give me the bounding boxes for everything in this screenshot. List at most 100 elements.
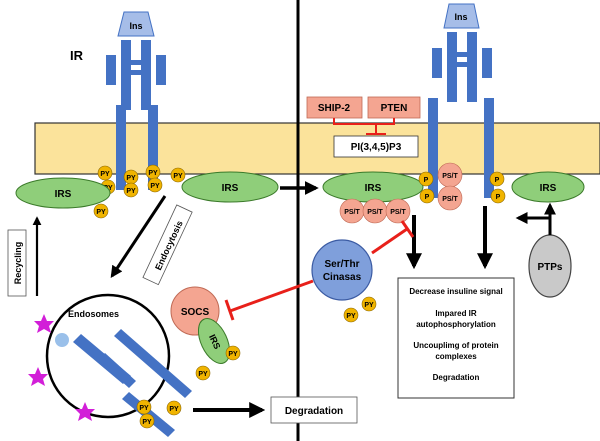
p-label: P xyxy=(424,177,429,184)
marker-star xyxy=(28,367,48,386)
p-circle xyxy=(490,188,506,204)
p-circle xyxy=(489,171,505,187)
py-circle xyxy=(166,400,182,416)
irs-label-left-2: IRS xyxy=(222,183,239,194)
pst-label: PS/T xyxy=(344,209,360,216)
py-circle xyxy=(343,307,359,323)
receptor-beta-left-2 xyxy=(148,105,158,190)
py-label: PY xyxy=(198,371,208,378)
degradation-box xyxy=(270,396,358,424)
serthr-kinase xyxy=(311,239,373,301)
serthr-label-2: Cinasas xyxy=(323,272,362,283)
py-label: PY xyxy=(100,171,110,178)
socs-inhibition xyxy=(224,279,314,321)
irs-endosome xyxy=(197,318,231,364)
pst-circle xyxy=(385,198,411,224)
outcome-line: complexes xyxy=(435,352,477,361)
insulin-label-right: Ins xyxy=(454,12,467,22)
insulin-label-left: Ins xyxy=(129,21,142,31)
pst-label: PS/T xyxy=(442,196,458,203)
receptor-beta-right-2 xyxy=(484,98,494,198)
recycling-box xyxy=(7,229,27,297)
vesicle xyxy=(55,333,69,347)
py-label: PY xyxy=(169,406,179,413)
receptor-bridge-right-2 xyxy=(457,62,467,67)
marker-star xyxy=(75,402,95,421)
pst-label: PS/T xyxy=(442,173,458,180)
pst-label: PS/T xyxy=(367,209,383,216)
degradation-label: Degradation xyxy=(285,406,343,417)
receptor-beta-right-1 xyxy=(428,98,438,198)
endosomes-label: Endosomes xyxy=(68,309,119,319)
py-label: PY xyxy=(126,175,136,182)
py-endosome: PY PY PY xyxy=(136,399,182,429)
py-circle xyxy=(195,365,211,381)
pip3-label: PI(3,4,5)P3 xyxy=(351,142,402,153)
py-label: PY xyxy=(150,183,160,190)
py-circle xyxy=(225,345,241,361)
ship2-label: SHIP-2 xyxy=(318,103,351,114)
pst-sites: PS/T PS/T PS/T PS/T PS/T xyxy=(339,162,463,224)
pst-circle xyxy=(437,185,463,211)
outcomes-box xyxy=(397,277,515,399)
py-circle xyxy=(139,413,155,429)
insulin-receptor-left: Ins xyxy=(106,11,166,190)
receptor-bridge-right-1 xyxy=(457,52,467,57)
py-label: PY xyxy=(173,173,183,180)
serthr-inhibition xyxy=(371,220,415,255)
receptor-outer-left-2 xyxy=(156,55,166,85)
receptor-alpha-right-2 xyxy=(467,32,477,102)
py-circle xyxy=(123,182,139,198)
outcome-line: Uncouplimg of protein xyxy=(413,341,498,350)
py-circle xyxy=(147,177,163,193)
insulin-ligand-left xyxy=(117,11,155,37)
insulin-receptor-right: Ins xyxy=(428,3,494,198)
receptor-alpha-left-2 xyxy=(141,40,151,110)
py-label: PY xyxy=(142,419,152,426)
irs-label-right-1: IRS xyxy=(365,183,382,194)
irs-right-2 xyxy=(511,171,585,203)
ir-label: IR xyxy=(70,48,84,63)
outcomes-text: Decrease insuline signal Impared IR auto… xyxy=(409,287,502,382)
receptor-bridge-left-2 xyxy=(131,70,141,75)
py-under-irs-left: PY xyxy=(93,203,109,219)
py-label: PY xyxy=(346,313,356,320)
pten-label: PTEN xyxy=(381,103,408,114)
insulin-ligand-right xyxy=(443,3,480,29)
cell-membrane xyxy=(34,122,600,175)
py-circle xyxy=(136,399,152,415)
py-circle xyxy=(361,296,377,312)
py-label: PY xyxy=(228,351,238,358)
ptps-label: PTPs xyxy=(537,262,562,273)
py-circle xyxy=(97,165,113,181)
py-circle xyxy=(93,203,109,219)
p-label: P xyxy=(496,194,501,201)
p-circle xyxy=(419,188,435,204)
outcome-line: Degradation xyxy=(433,373,480,382)
py-label: PY xyxy=(148,170,158,177)
py-cluster-left: PY PY PY PY PY PY PY xyxy=(97,164,186,198)
serthr-label-1: Ser/Thr xyxy=(324,259,359,270)
p-label: P xyxy=(495,177,500,184)
marker-star xyxy=(34,314,54,333)
socs-label: SOCS xyxy=(181,307,210,318)
outcome-line: autophosphorylation xyxy=(416,320,496,329)
py-serthr: PY PY xyxy=(343,296,377,323)
py-label: PY xyxy=(364,302,374,309)
outcome-line: Decrease insuline signal xyxy=(409,287,502,296)
receptor-alpha-left-1 xyxy=(121,40,131,110)
py-label: PY xyxy=(126,188,136,195)
irs-left-2 xyxy=(181,171,279,203)
py-label: PY xyxy=(96,209,106,216)
p-label: P xyxy=(425,194,430,201)
receptor-outer-right-2 xyxy=(482,48,492,78)
p-circle xyxy=(418,171,434,187)
receptor-outer-right-1 xyxy=(432,48,442,78)
endocytosis-arrow xyxy=(110,195,167,279)
py-label: PY xyxy=(139,405,149,412)
p-sites-right: P P P P xyxy=(418,171,506,204)
irs-label-left-1: IRS xyxy=(55,189,72,200)
outcome-line: Impared IR xyxy=(435,309,477,318)
receptor-outer-left-1 xyxy=(106,55,116,85)
